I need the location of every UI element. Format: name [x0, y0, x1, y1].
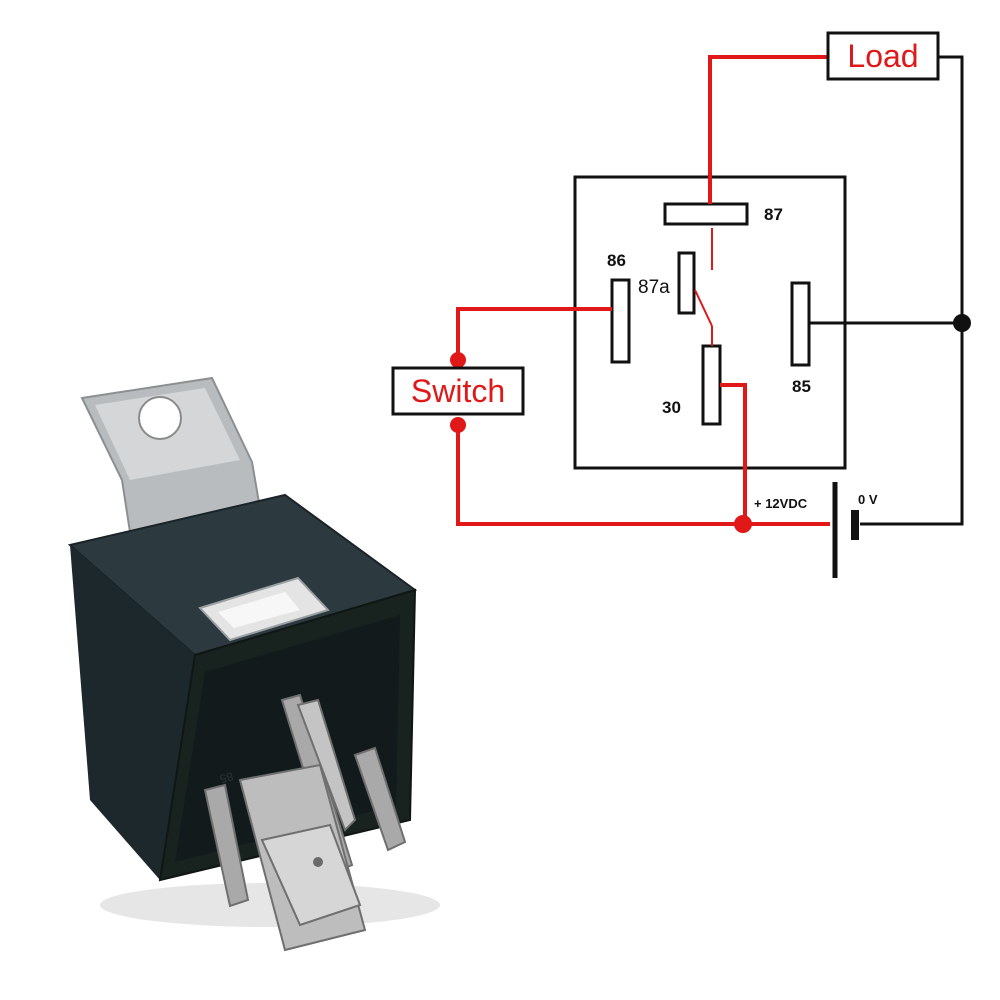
- pin-87-label: 87: [764, 205, 783, 224]
- battery-positive-label: + 12VDC: [754, 496, 808, 511]
- relay-switch-arm: [694, 228, 713, 346]
- pin-30-terminal: [701, 344, 722, 426]
- junction-switch-top: [450, 352, 466, 368]
- pin-86-terminal: [610, 278, 631, 364]
- bracket-hole: [138, 396, 182, 440]
- load-box: Load: [826, 31, 940, 81]
- wire-87-to-load: [708, 55, 828, 204]
- black-wires: [809, 55, 964, 526]
- wire-30-to-battery: [720, 383, 830, 526]
- wire-load-to-ground: [860, 55, 964, 526]
- relay-photo: 85: [67, 376, 440, 952]
- wiring-diagram: Load Switch 87 87a 86 85 30 + 12VDC 0 V: [391, 31, 971, 578]
- relay-pin-marking: 85: [218, 769, 235, 786]
- switch-label: Switch: [411, 373, 505, 409]
- pin-87a-label: 87a: [638, 277, 670, 298]
- red-wires: [456, 55, 830, 526]
- battery-symbol: [832, 482, 859, 578]
- battery-negative-label: 0 V: [858, 492, 878, 507]
- switch-box: Switch: [391, 366, 525, 416]
- wire-86-to-switch: [456, 307, 612, 360]
- load-label: Load: [847, 38, 918, 74]
- wire-switch-to-battery: [456, 425, 743, 526]
- junction-ground: [953, 314, 971, 332]
- relay-terminals: [203, 693, 407, 952]
- pin-87a-terminal: [677, 251, 696, 315]
- pin-86-label: 86: [607, 251, 626, 270]
- pin-87-terminal: [663, 202, 749, 226]
- junction-battery-positive: [734, 515, 752, 533]
- relay-left-face: [70, 545, 195, 880]
- junction-switch-bottom: [450, 417, 466, 433]
- pin-85-label: 85: [792, 377, 811, 396]
- pin-30-label: 30: [662, 398, 681, 417]
- pin-85-terminal: [790, 281, 811, 367]
